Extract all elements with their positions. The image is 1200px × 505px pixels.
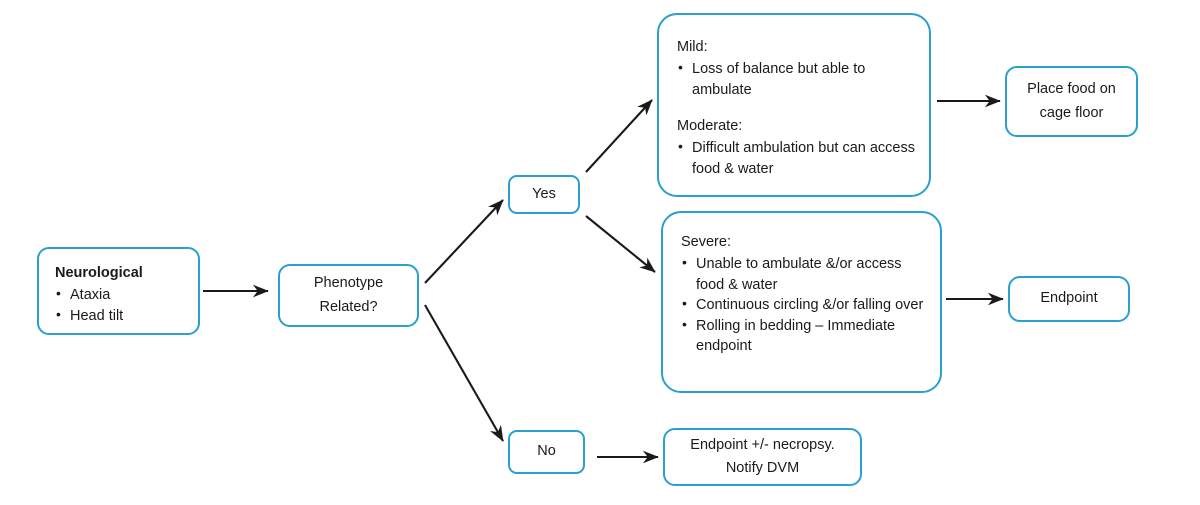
node-place-food-on-cage-floor[interactable]: Place food on cage floor xyxy=(1005,66,1138,137)
edge-yes-to-severe xyxy=(585,215,656,273)
list-item: Rolling in bedding – Immediate endpoint xyxy=(681,315,930,357)
node-mild-bullets: Loss of balance but able to ambulate xyxy=(677,58,917,100)
list-item: Difficult ambulation but can access food… xyxy=(677,137,917,179)
list-item: Head tilt xyxy=(55,305,188,327)
edge-decision-to-yes xyxy=(424,199,504,284)
list-item: Continuous circling &/or falling over xyxy=(681,294,930,316)
edge-yes-to-mild-moderate xyxy=(585,99,653,173)
node-moderate-bullets: Difficult ambulation but can access food… xyxy=(677,137,917,179)
node-mild-moderate-body: Mild: Loss of balance but able to ambula… xyxy=(659,15,929,189)
node-neurological-body: Neurological Ataxia Head tilt xyxy=(39,249,198,336)
node-mild-moderate[interactable]: Mild: Loss of balance but able to ambula… xyxy=(657,13,931,197)
node-phenotype-related[interactable]: Phenotype Related? xyxy=(278,264,419,327)
node-neurological[interactable]: Neurological Ataxia Head tilt xyxy=(37,247,200,335)
node-yes[interactable]: Yes xyxy=(508,175,580,214)
node-endpoint-label: Endpoint xyxy=(1040,290,1098,307)
node-place-food-line2: cage floor xyxy=(1039,104,1104,121)
node-severe-body: Severe: Unable to ambulate &/or access f… xyxy=(663,213,940,367)
list-item: Ataxia xyxy=(55,284,188,306)
node-severe-bullets: Unable to ambulate &/or access food & wa… xyxy=(681,253,930,357)
list-item: Unable to ambulate &/or access food & wa… xyxy=(681,253,930,295)
node-yes-label: Yes xyxy=(532,185,556,202)
node-severe-heading: Severe: xyxy=(681,234,731,250)
node-moderate-heading: Moderate: xyxy=(677,118,743,135)
node-endpoint-necropsy-line1: Endpoint +/- necropsy. xyxy=(690,436,835,453)
node-neurological-heading: Neurological xyxy=(55,265,143,281)
node-severe[interactable]: Severe: Unable to ambulate &/or access f… xyxy=(661,211,942,393)
node-no[interactable]: No xyxy=(508,430,585,474)
edge-decision-to-no xyxy=(424,304,504,442)
node-mild-heading: Mild: xyxy=(677,39,708,55)
node-endpoint[interactable]: Endpoint xyxy=(1008,276,1130,322)
node-neurological-bullets: Ataxia Head tilt xyxy=(55,284,188,327)
node-phenotype-related-line1: Phenotype xyxy=(313,275,384,292)
node-phenotype-related-line2: Related? xyxy=(319,298,378,315)
node-place-food-line1: Place food on xyxy=(1027,81,1116,98)
list-item: Loss of balance but able to ambulate xyxy=(677,58,917,100)
spacer xyxy=(677,100,917,116)
node-no-label: No xyxy=(537,443,556,460)
node-endpoint-necropsy[interactable]: Endpoint +/- necropsy. Notify DVM xyxy=(663,428,862,486)
node-endpoint-necropsy-line2: Notify DVM xyxy=(725,460,800,476)
